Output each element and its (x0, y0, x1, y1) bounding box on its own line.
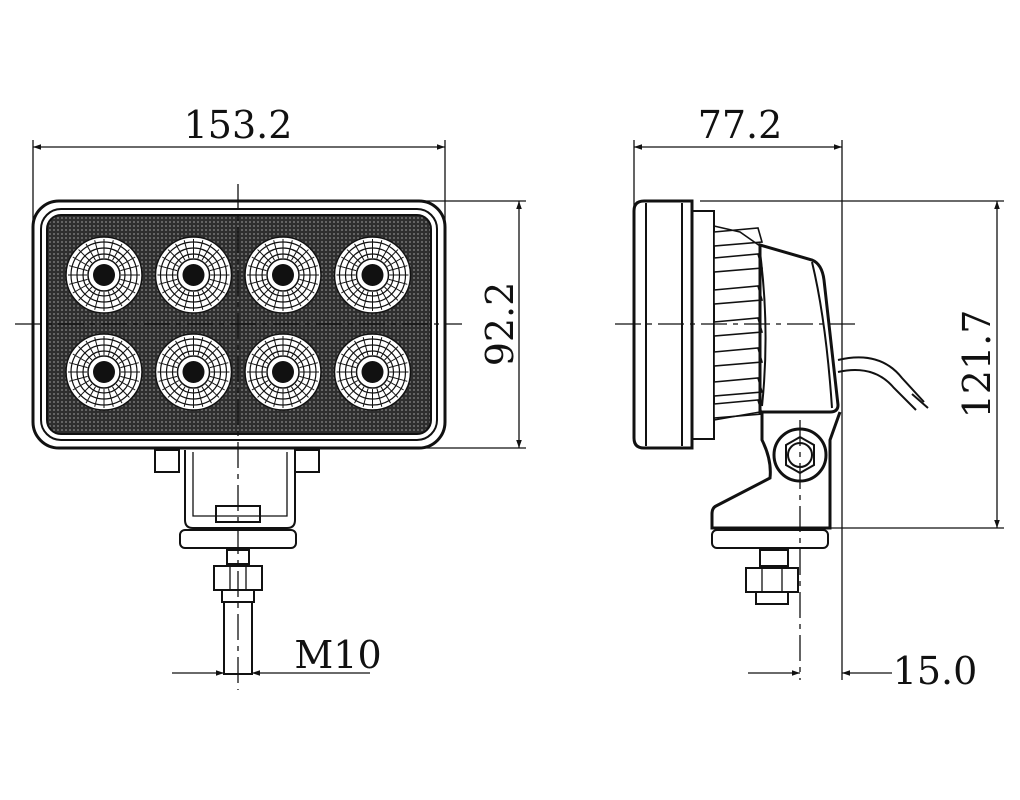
side-cable (837, 356, 925, 403)
cooling-fin (713, 285, 764, 305)
dimension-mount-offset: 15.0 (748, 649, 977, 693)
cooling-fin (713, 253, 764, 273)
side-view (615, 199, 929, 680)
cooling-fin (713, 317, 764, 337)
side-mount-arm (710, 411, 842, 530)
cooling-fin (713, 347, 764, 367)
front-view (15, 184, 462, 690)
led-lens (333, 333, 412, 411)
bolt-thread-label: M10 (294, 633, 381, 677)
side-depth-label: 77.2 (698, 103, 783, 147)
side-height-label: 121.7 (955, 310, 999, 419)
led-lens (244, 236, 322, 314)
led-lens (154, 236, 233, 314)
dimension-front-height: 92.2 (420, 200, 526, 449)
led-lens (154, 333, 233, 411)
front-width-label: 153.2 (184, 103, 293, 147)
dimension-front-width: 153.2 (32, 103, 446, 226)
mount-offset-label: 15.0 (893, 649, 978, 693)
led-lens (333, 236, 412, 314)
led-lens (244, 333, 322, 411)
dimension-bolt-thread: M10 (172, 633, 382, 677)
led-array (65, 236, 412, 411)
side-cooling-fins (713, 225, 764, 421)
dimension-side-height: 121.7 (700, 200, 1004, 529)
led-lens (65, 333, 143, 411)
side-rear-housing (758, 243, 840, 414)
cooling-fin (713, 227, 764, 247)
led-lens (65, 236, 143, 314)
cooling-fin (713, 377, 764, 397)
side-bezel (632, 199, 694, 450)
front-height-label: 92.2 (478, 282, 522, 367)
dimension-side-depth: 77.2 (633, 103, 843, 680)
